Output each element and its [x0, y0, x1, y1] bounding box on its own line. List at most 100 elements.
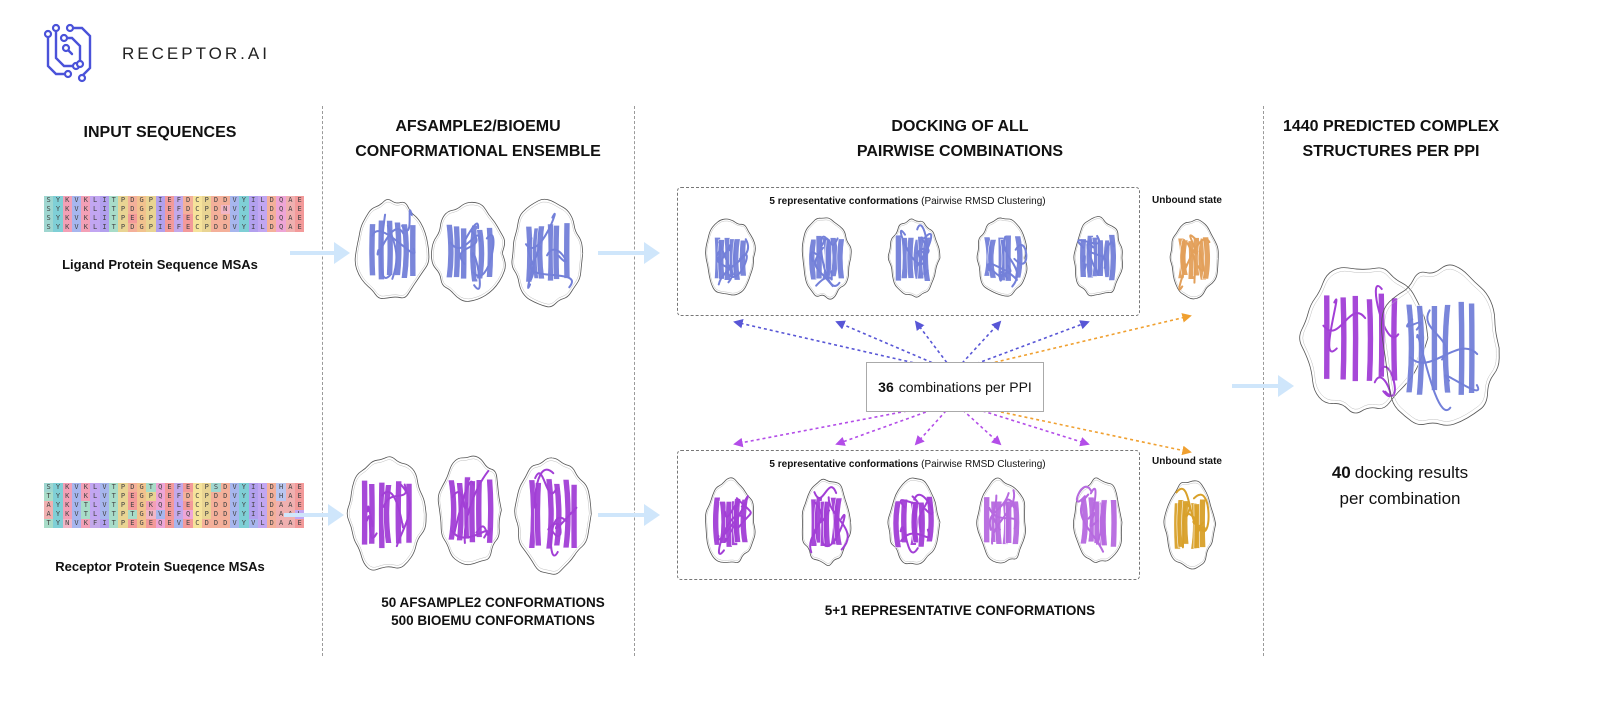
msa-residue: E — [164, 501, 175, 510]
complex-ligand-structure — [1381, 264, 1500, 426]
msa-residue: I — [248, 196, 258, 205]
msa-residue: P — [202, 223, 212, 232]
msa-residue: K — [81, 196, 91, 205]
msa-residue: K — [81, 214, 91, 223]
ligand-representative-structure — [705, 218, 756, 296]
msa-residue: A — [44, 501, 54, 510]
msa-residue: Q — [155, 492, 165, 501]
msa-residue: K — [62, 205, 72, 214]
msa-residue: I — [248, 483, 258, 492]
msa-residue: Q — [155, 501, 165, 510]
msa-residue: D — [211, 205, 221, 214]
msa-residue: F — [174, 214, 184, 223]
msa-residue: H — [276, 492, 286, 501]
msa-residue: L — [90, 196, 100, 205]
msa-residue: A — [285, 196, 296, 205]
msa-residue: E — [164, 492, 175, 501]
surface-outline — [976, 217, 1028, 297]
column-title-input-sequences: INPUT SEQUENCES — [83, 124, 237, 141]
msa-residue: A — [276, 510, 286, 519]
msa-residue: V — [229, 501, 240, 510]
msa-residue: K — [81, 223, 91, 232]
msa-residue: A — [276, 501, 286, 510]
msa-residue: K — [62, 196, 72, 205]
msa-residue: V — [229, 510, 240, 519]
surface-outline — [1072, 477, 1123, 563]
docking-caption: 5+1 REPRESENTATIVE CONFORMATIONS — [824, 603, 1096, 618]
msa-residue: G — [136, 205, 147, 214]
msa-residue: E — [295, 214, 305, 223]
msa-residue: I — [248, 510, 258, 519]
msa-residue: L — [257, 205, 268, 214]
msa-residue: F — [174, 483, 184, 492]
surface-outline — [514, 457, 592, 575]
msa-residue: D — [211, 510, 221, 519]
receptor-logo-icon — [43, 23, 92, 83]
msa-residue: D — [211, 492, 221, 501]
msa-residue: D — [267, 519, 277, 528]
msa-residue: E — [183, 501, 193, 510]
msa-residue: P — [118, 510, 128, 519]
surface-outline — [1163, 480, 1217, 570]
msa-residue: E — [183, 519, 193, 528]
msa-residue: E — [183, 223, 193, 232]
msa-residue: V — [229, 492, 240, 501]
msa-residue: P — [118, 196, 128, 205]
msa-residue: E — [295, 492, 305, 501]
msa-residue: K — [62, 501, 72, 510]
msa-residue: T — [109, 483, 119, 492]
msa-residue: T — [127, 510, 137, 519]
msa-residue: S — [44, 205, 54, 214]
msa-residue: D — [267, 223, 277, 232]
msa-residue: D — [127, 483, 137, 492]
msa-residue: V — [71, 196, 82, 205]
msa-residue: N — [220, 205, 230, 214]
msa-residue: N — [146, 510, 156, 519]
flow-arrow — [598, 242, 660, 264]
msa-residue: A — [285, 501, 296, 510]
surface-outline — [1299, 267, 1429, 414]
msa-residue: H — [276, 483, 286, 492]
msa-residue: I — [155, 223, 165, 232]
msa-residue: K — [81, 519, 91, 528]
msa-residue: S — [44, 196, 54, 205]
msa-residue: K — [81, 483, 91, 492]
msa-residue: F — [174, 205, 184, 214]
msa-residue: Y — [53, 510, 63, 519]
msa-residue: I — [248, 501, 258, 510]
msa-residue: A — [285, 214, 296, 223]
msa-residue: P — [118, 223, 128, 232]
msa-residue: L — [257, 483, 268, 492]
msa-residue: Y — [53, 483, 63, 492]
msa-residue: V — [71, 205, 82, 214]
msa-residue: C — [192, 214, 203, 223]
msa-residue: D — [220, 519, 230, 528]
msa-residue: V — [229, 483, 240, 492]
msa-residue: Y — [239, 510, 249, 519]
msa-residue: V — [248, 519, 258, 528]
msa-residue: E — [183, 214, 193, 223]
column-title-predicted-structures: 1440 PREDICTED COMPLEX STRUCTURES PER PP… — [1282, 118, 1500, 160]
receptor-representatives-box — [677, 450, 1140, 580]
msa-residue: I — [99, 205, 110, 214]
surface-outline — [1169, 219, 1219, 300]
msa-residue: K — [62, 483, 72, 492]
msa-residue: P — [202, 214, 212, 223]
receptor-unbound-label: Unbound state — [1152, 456, 1222, 467]
msa-residue: A — [285, 483, 296, 492]
column-title-docking: DOCKING OF ALL PAIRWISE COMBINATIONS — [856, 118, 1064, 160]
msa-residue: E — [295, 223, 305, 232]
msa-residue: V — [71, 519, 82, 528]
msa-residue: T — [146, 483, 156, 492]
msa-residue: S — [44, 214, 54, 223]
msa-residue: L — [257, 501, 268, 510]
msa-residue: Q — [276, 205, 286, 214]
msa-residue: D — [267, 483, 277, 492]
ligand-msa-label: Ligand Protein Sequence MSAs — [62, 257, 258, 272]
msa-residue: I — [248, 214, 258, 223]
msa-residue: D — [220, 510, 230, 519]
receptor-msa-label: Receptor Protein Sueqence MSAs — [55, 559, 265, 574]
msa-residue: Y — [53, 519, 63, 528]
